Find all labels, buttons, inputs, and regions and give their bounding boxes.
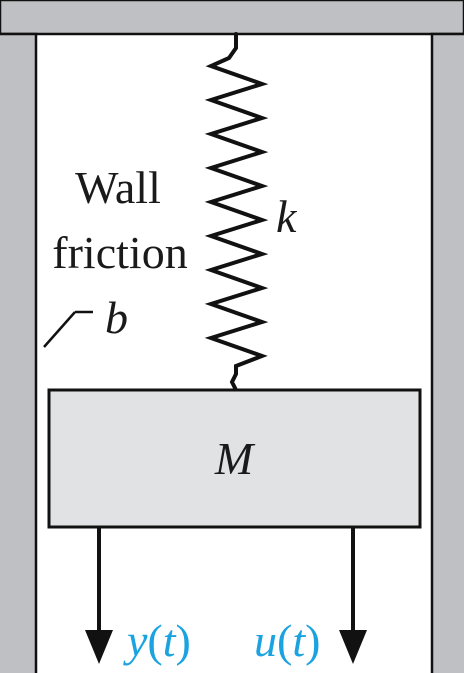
spring-constant-label: k: [276, 191, 298, 242]
output-y-open-paren: (: [147, 615, 162, 666]
output-u-symbol: u: [254, 615, 277, 666]
wall-friction-label-line2: friction: [52, 227, 187, 278]
output-y-label: y(t): [123, 615, 191, 666]
friction-coefficient-label: b: [105, 292, 128, 343]
output-y-time-argument: t: [163, 615, 177, 666]
output-u-label: u(t): [254, 615, 320, 666]
output-u-open-paren: (: [277, 615, 292, 666]
right-wall: [430, 32, 464, 673]
output-y-symbol: y: [123, 615, 148, 666]
mass-label: M: [214, 433, 256, 484]
ceiling: [0, 0, 464, 36]
wall-friction-label-line1: Wall: [75, 162, 161, 213]
output-y-close-paren: ): [176, 615, 191, 666]
output-u-arrowhead: [339, 630, 367, 664]
output-u-time-argument: t: [292, 615, 306, 666]
left-wall: [0, 32, 38, 673]
mass-block: [47, 388, 422, 529]
spring: [204, 32, 269, 392]
output-y-arrowhead: [85, 630, 113, 664]
friction-leader-line: [43, 311, 76, 348]
output-u-close-paren: ): [305, 615, 320, 666]
